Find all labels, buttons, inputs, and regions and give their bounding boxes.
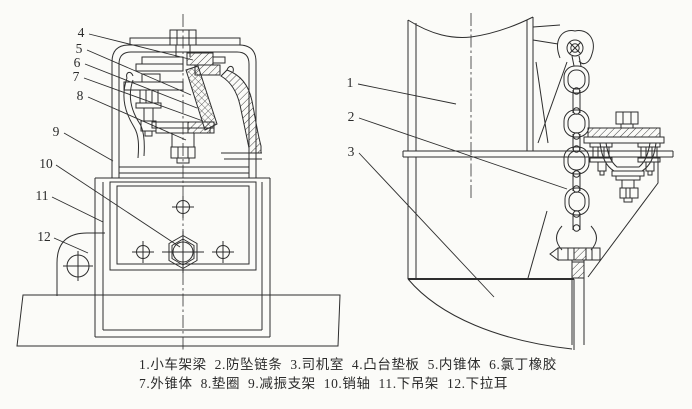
- cab-outline: [407, 278, 575, 350]
- safety-chain: [563, 65, 590, 232]
- damper-assembly-side: [583, 111, 665, 203]
- top-bolt: [169, 29, 197, 57]
- caption-line-1: 1.小车架梁 2.防坠链条 3.司机室 4.凸台垫板 5.内锥体 6.氯丁橡胶: [139, 357, 557, 372]
- callout-1: 1: [347, 75, 354, 90]
- bolt-hole: [132, 241, 154, 263]
- callout-4: 4: [78, 25, 85, 40]
- callout-10: 10: [39, 156, 53, 171]
- callout-8: 8: [77, 88, 84, 103]
- callout-12: 12: [37, 229, 51, 244]
- neoprene-rubber-hatched: [185, 65, 218, 131]
- left-view-drawing: [16, 14, 341, 352]
- callout-5: 5: [76, 41, 83, 56]
- callout-9: 9: [53, 124, 60, 139]
- leader-lines: [51, 33, 568, 298]
- callout-6: 6: [74, 55, 81, 70]
- lower-wall: [407, 157, 417, 279]
- pin-shaft-hex: [162, 231, 204, 273]
- upper-plate-stack: [123, 56, 184, 91]
- outer-cone-right-wall-hatched: [220, 65, 262, 160]
- callout-3: 3: [348, 144, 355, 159]
- right-view-drawing: [402, 13, 674, 350]
- damper-frame: [111, 37, 257, 178]
- caption-line-2: 7.外锥体 8.垫圈 9.减振支架 10.销轴 11.下吊架 12.下拉耳: [139, 376, 508, 391]
- trolley-beam: [407, 16, 534, 151]
- boss-pad-plate-hatched: [186, 52, 226, 76]
- callout-2: 2: [348, 109, 355, 124]
- cross-brace: [532, 24, 568, 144]
- clevis-pin-rod: [549, 225, 601, 345]
- bolt-hole: [212, 241, 234, 263]
- callout-numbers: 4 5 6 7 8 9 10 11 12 1 2 3: [36, 25, 355, 244]
- mounting-plate: [402, 150, 674, 158]
- hanger-bracket-side: [527, 157, 659, 279]
- callout-11: 11: [36, 188, 49, 203]
- base-plate: [16, 294, 341, 347]
- outer-cone-left-wall: [123, 71, 145, 159]
- bottom-bolt: [170, 133, 196, 164]
- callout-7: 7: [73, 69, 80, 84]
- lower-pull-lug: [56, 232, 105, 296]
- eye-bolt: [557, 30, 594, 67]
- bolt-hole: [172, 196, 194, 218]
- side-bolt-stack: [135, 89, 162, 137]
